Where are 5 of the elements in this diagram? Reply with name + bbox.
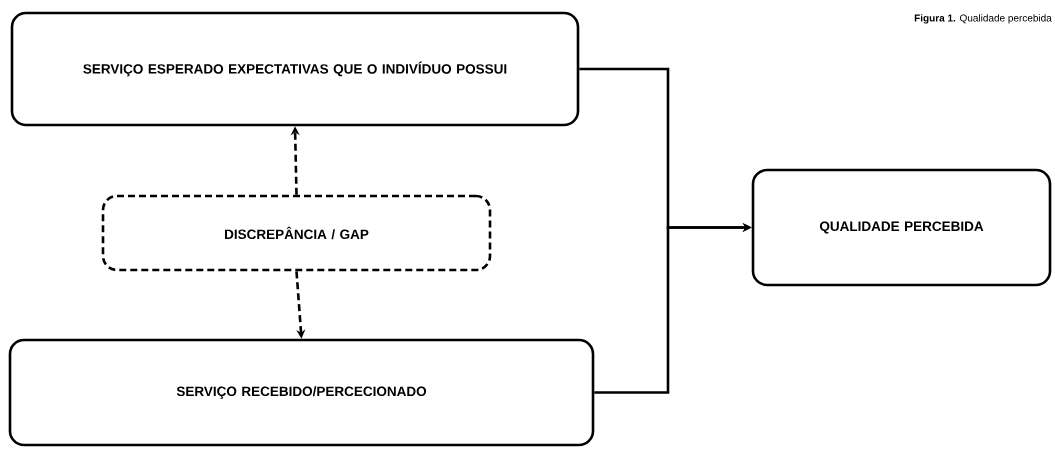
rounded-box: QUALIDADE PERCEBIDA (751, 168, 1052, 287)
dashed-box: DISCREPÂNCIA / GAP (101, 194, 492, 272)
figure-caption: Figura 1. Qualidade percebida (914, 14, 1052, 24)
rounded-box: SERVIÇO ESPERADO EXPECTATIVAS QUE O INDIVÍDUO POSSUI (10, 11, 580, 127)
rounded-box: SERVIÇO RECEBIDO/PERCECIONADO (8, 338, 595, 447)
